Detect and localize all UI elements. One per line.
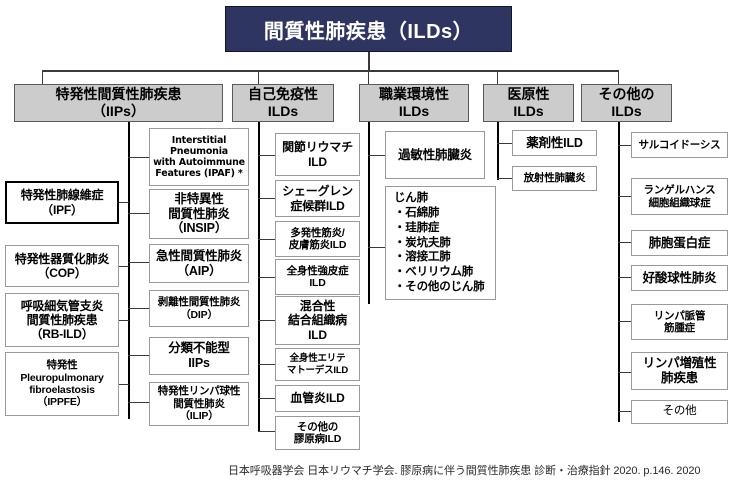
connector-stub-vas (258, 398, 275, 399)
node-pap[interactable]: 肺胞蛋白症 (631, 230, 728, 256)
connector-stub-ilip (128, 402, 149, 403)
node-sarcoidosis[interactable]: サルコイドーシス (631, 132, 728, 158)
diagram-title: 間質性肺疾患（ILDs） (225, 6, 512, 52)
node-cop[interactable]: 特発性器質化肺炎（COP） (5, 245, 119, 287)
node-nsip[interactable]: 非特異性間質性肺炎（INSIP） (149, 189, 249, 239)
node-otherc[interactable]: その他の膠原病ILD (275, 416, 360, 450)
connector-drop-autoimmune (258, 70, 259, 84)
connector-stub-sarcoid (618, 145, 631, 146)
connector-title-drop (368, 52, 370, 70)
connector-stub-otherc (258, 431, 275, 432)
node-radiation-pneumonitis[interactable]: 放射性肺臓炎 (512, 166, 597, 191)
connector-stub-ssc (258, 277, 275, 278)
node-lam[interactable]: リンパ脈管筋腫症 (631, 304, 728, 340)
connector-stub-ippfe (118, 384, 129, 385)
connector-stub-drug (497, 143, 512, 144)
connector-stub-sle (258, 364, 275, 365)
node-rbild[interactable]: 呼吸細気管支炎間質性肺疾患（RB-ILD） (5, 293, 119, 347)
connector-stub-rad (497, 178, 512, 179)
connector-top-bus (42, 70, 618, 72)
node-vas[interactable]: 血管炎ILD (275, 385, 360, 412)
connector-occupational-trunk (368, 122, 370, 304)
connector-stub-rbild (118, 320, 129, 321)
connector-drop-iatrogenic (497, 70, 498, 84)
connector-stub-hp (368, 155, 385, 156)
connector-stub-aip (128, 262, 149, 263)
connector-stub-eos (618, 277, 631, 278)
connector-stub-lpd (618, 372, 631, 373)
node-ipf[interactable]: 特発性肺線維症（IPF） (5, 181, 119, 224)
connector-stub-mctd (258, 320, 275, 321)
connector-stub-ipaf (128, 157, 149, 158)
connector-stub-cop (118, 266, 129, 267)
connector-stub-dip (128, 308, 149, 309)
connector-iips-trunk (128, 122, 130, 419)
connector-iatrogenic-trunk (497, 122, 499, 180)
connector-drop-occupational (368, 70, 369, 84)
connector-drop-iips (42, 70, 43, 84)
connector-stub-ra (258, 155, 275, 156)
node-ilip[interactable]: 特発性リンパ球性間質性肺炎（ILIP） (149, 382, 249, 426)
source-citation: 日本呼吸器学会 日本リウマチ学会. 膠原病に伴う間質性肺疾患 診断・治療指針 2… (228, 465, 701, 477)
connector-stub-pneumo (368, 247, 385, 248)
node-lch[interactable]: ランゲルハンス細胞組織球症 (631, 178, 728, 215)
connector-stub-lam (618, 321, 631, 322)
node-other-etc[interactable]: その他 (631, 400, 728, 424)
node-hp[interactable]: 過敏性肺臓炎 (385, 131, 485, 179)
node-pneumoconiosis[interactable]: じん肺・石綿肺・珪肺症・炭坑夫肺・溶接工肺・ベリリウム肺・その他のじん肺 (385, 186, 496, 300)
connector-stub-nsip (128, 213, 149, 214)
connector-stub-etc (618, 411, 631, 412)
node-dip[interactable]: 剥離性間質性肺炎（DIP） (149, 290, 249, 327)
category-iips[interactable]: 特発性間質性肺疾患（IIPs） (14, 84, 223, 122)
node-sle[interactable]: 全身性エリテマトーデスILD (275, 348, 360, 381)
node-pmdm[interactable]: 多発性筋炎/皮膚筋炎ILD (275, 221, 360, 257)
connector-stub-pmdm (258, 239, 275, 240)
connector-other-trunk (618, 122, 620, 422)
connector-stub-ipf (118, 202, 129, 203)
connector-stub-lch (618, 196, 631, 197)
node-drug-ild[interactable]: 薬剤性ILD (512, 130, 597, 156)
connector-drop-other (618, 70, 619, 84)
node-eosinophilic-pneumonia[interactable]: 好酸球性肺炎 (631, 265, 728, 291)
node-aip[interactable]: 急性間質性肺炎（AIP） (149, 244, 249, 283)
connector-stub-ss (258, 198, 275, 199)
node-ss[interactable]: シェーグレン症候群ILD (275, 180, 360, 217)
connector-stub-pap (618, 242, 631, 243)
node-lpd[interactable]: リンパ増殖性肺疾患 (631, 352, 728, 390)
connector-stub-uiips (128, 355, 149, 356)
